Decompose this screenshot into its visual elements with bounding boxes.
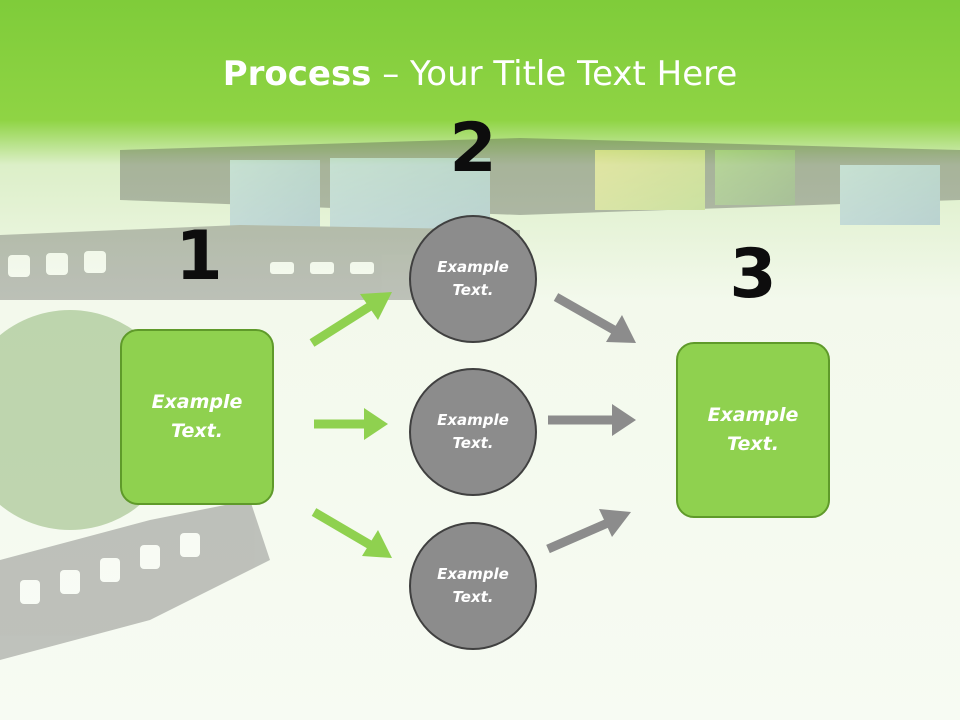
circle-middle-line1: Example bbox=[437, 411, 509, 429]
circle-middle-line2: Text. bbox=[452, 434, 494, 452]
gray-arrow-right-icon bbox=[548, 404, 636, 436]
title-rest: – Your Title Text Here bbox=[371, 54, 738, 94]
circle-bottom-line1: Example bbox=[437, 565, 509, 583]
circle-top-line1: Example bbox=[437, 258, 509, 276]
green-arrow-right-icon bbox=[314, 408, 388, 440]
circle-top-line2: Text. bbox=[452, 281, 494, 299]
step-number-2: 2 bbox=[449, 109, 497, 188]
step-number-1: 1 bbox=[175, 217, 223, 296]
circle-bottom-line2: Text. bbox=[452, 588, 494, 606]
left-box-line2: Text. bbox=[171, 420, 223, 442]
step-number-3: 3 bbox=[729, 235, 777, 314]
green-arrow-down-icon bbox=[311, 508, 392, 558]
right-box-line2: Text. bbox=[727, 433, 779, 455]
slide-title: Process – Your Title Text Here bbox=[0, 52, 960, 96]
gray-arrow-up-icon bbox=[546, 509, 631, 554]
title-bold: Process bbox=[222, 54, 372, 94]
left-box-line1: Example bbox=[151, 391, 243, 413]
gray-arrow-down-icon bbox=[553, 293, 636, 343]
green-arrow-up-icon bbox=[309, 292, 392, 347]
right-box-line1: Example bbox=[707, 404, 799, 426]
